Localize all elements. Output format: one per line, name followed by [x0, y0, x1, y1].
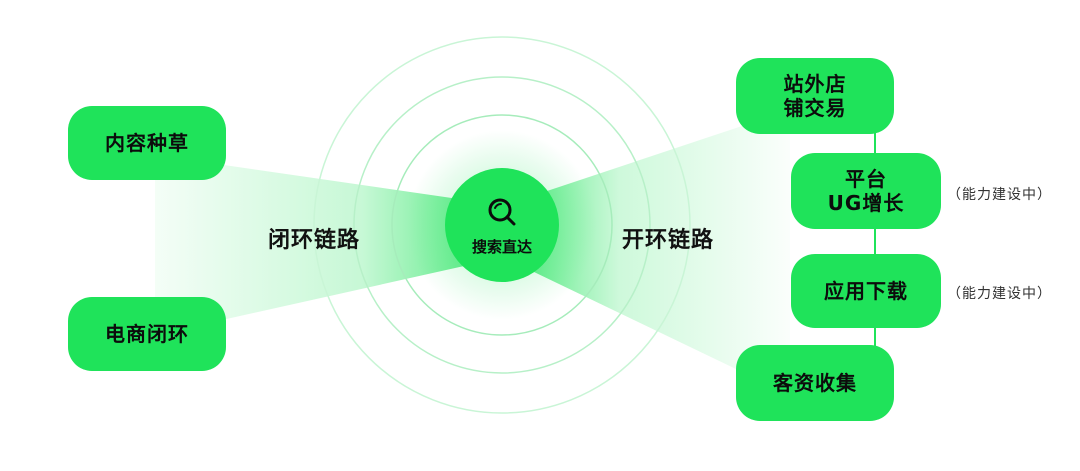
node-content-seeding[interactable]: 内容种草	[68, 106, 226, 180]
node-label-line1: 站外店	[783, 72, 847, 96]
closed-loop-label: 闭环链路	[268, 228, 361, 253]
center-node[interactable]: 搜索直达	[445, 168, 559, 282]
app-download-note: （能力建设中）	[947, 286, 1052, 302]
center-label: 搜索直达	[471, 237, 532, 256]
ring-third	[353, 76, 651, 374]
open-loop-label: 开环链路	[622, 228, 715, 253]
ring-second	[391, 114, 613, 336]
node-label-line1: 平台	[845, 167, 887, 191]
node-offsite-store-trade[interactable]: 站外店 铺交易	[736, 58, 894, 134]
node-label-line2: UG增长	[827, 191, 905, 215]
node-label-line2: 铺交易	[783, 96, 847, 120]
node-label: 内容种草	[105, 131, 189, 155]
node-app-download[interactable]: 应用下载	[791, 254, 941, 328]
right-connector-line	[874, 100, 876, 390]
node-lead-collection[interactable]: 客资收集	[736, 345, 894, 421]
search-icon	[488, 198, 516, 225]
node-ecommerce-closed-loop[interactable]: 电商闭环	[68, 297, 226, 371]
node-label-line1: 应用下载	[824, 279, 908, 303]
node-platform-ug-growth[interactable]: 平台 UG增长	[791, 153, 941, 229]
node-label-line1: 客资收集	[773, 371, 857, 395]
ug-growth-note: （能力建设中）	[947, 187, 1052, 203]
node-label: 电商闭环	[105, 322, 189, 346]
ring-outer	[313, 36, 691, 414]
